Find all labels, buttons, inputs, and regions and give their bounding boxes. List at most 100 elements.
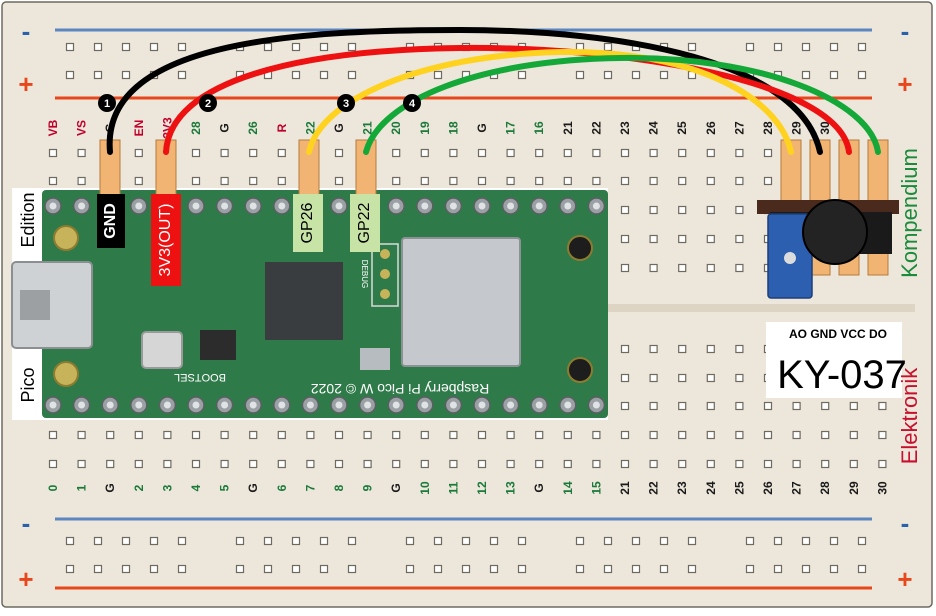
hole: [659, 564, 669, 574]
wire-gnd-black: [106, 26, 823, 155]
hole: [134, 430, 143, 440]
hole: [829, 70, 839, 80]
wire-do-green: [363, 54, 881, 155]
hole: [773, 564, 783, 574]
bootsel-text: BOOTSEL: [174, 371, 226, 383]
hole: [93, 564, 103, 574]
header-pin-head: [135, 202, 143, 210]
hole: [263, 536, 273, 546]
hole: [792, 401, 801, 411]
hole: [649, 459, 658, 469]
hole: [592, 176, 601, 186]
top-rail-plus-right: +: [897, 69, 912, 99]
hole: [687, 536, 697, 546]
wire-marker-2-text: 2: [205, 98, 211, 110]
hole: [706, 263, 715, 273]
hole: [134, 176, 143, 186]
hole: [706, 373, 715, 383]
hole: [829, 536, 839, 546]
hole: [163, 459, 172, 469]
sensor-label-bg: [766, 322, 902, 398]
header-pin-head: [135, 401, 143, 409]
hole: [420, 148, 429, 158]
top-pin-label: 22: [589, 121, 603, 135]
bottom-pin-label: 26: [761, 481, 775, 495]
bottom-pin-label: 23: [675, 481, 689, 495]
wire-marker-4-text: 4: [409, 98, 416, 110]
hole: [678, 344, 687, 354]
hole: [878, 459, 887, 469]
hole: [563, 459, 572, 469]
bottom-rail-minus-left: -: [22, 508, 31, 538]
mount-hole-br: [567, 357, 593, 383]
hole: [517, 536, 527, 546]
top-pin-label: 30: [818, 121, 832, 135]
hole: [563, 148, 572, 158]
header-pin-head: [564, 202, 572, 210]
header-pin-head: [478, 202, 486, 210]
hole: [706, 234, 715, 244]
hole: [48, 148, 58, 158]
bottom-pin-label: 9: [361, 484, 375, 491]
hole: [592, 148, 601, 158]
hole: [477, 430, 487, 440]
hole: [363, 430, 372, 440]
header-pin-head: [449, 202, 457, 210]
hole: [48, 459, 58, 469]
hole: [277, 430, 286, 440]
bottom-power-rail: - - + +: [18, 508, 912, 594]
hole: [48, 430, 58, 440]
hole: [347, 70, 357, 80]
header-pin-head: [49, 401, 57, 409]
hole: [575, 70, 585, 80]
hole: [735, 459, 744, 469]
header-pin-head: [221, 202, 229, 210]
hole: [489, 536, 499, 546]
hole: [306, 430, 315, 440]
top-pin-label: 28: [189, 121, 203, 135]
hole: [392, 176, 401, 186]
bottom-pin-label: 12: [475, 481, 489, 495]
hole: [659, 536, 669, 546]
hole: [687, 42, 697, 52]
hole: [857, 70, 867, 80]
hole: [603, 70, 613, 80]
hole: [319, 536, 329, 546]
kompendium-text: Kompendium: [897, 148, 922, 278]
hole: [121, 42, 131, 52]
top-pin-label: 21: [561, 121, 575, 135]
bottom-pin-label: 28: [818, 481, 832, 495]
hole: [420, 176, 429, 186]
hole: [319, 42, 329, 52]
hole: [857, 536, 867, 546]
hole: [191, 459, 201, 469]
hole: [334, 459, 344, 469]
header-pin-head: [106, 401, 114, 409]
header-pin-head: [49, 202, 57, 210]
header-pin-head: [392, 202, 400, 210]
hole: [678, 401, 687, 411]
hole: [829, 564, 839, 574]
hole: [433, 70, 443, 80]
hole: [649, 176, 658, 186]
top-pin-label: 22: [303, 121, 317, 135]
hole: [659, 70, 669, 80]
hole: [575, 536, 585, 546]
hole: [678, 459, 687, 469]
hole: [65, 70, 75, 80]
bottom-pin-label: 22: [647, 481, 661, 495]
mount-hole-tr: [567, 235, 593, 261]
hole: [134, 148, 143, 158]
gp22-label-box: [350, 194, 380, 252]
hole: [106, 459, 115, 469]
hole: [177, 42, 187, 52]
debug-pad-3: [380, 289, 390, 299]
hole: [735, 148, 744, 158]
hole: [191, 148, 201, 158]
hole: [235, 564, 245, 574]
bottom-pin-label: 10: [418, 481, 432, 495]
usb-port-opening: [20, 290, 50, 320]
hole: [849, 401, 858, 411]
top-pin-label: 23: [618, 121, 632, 135]
